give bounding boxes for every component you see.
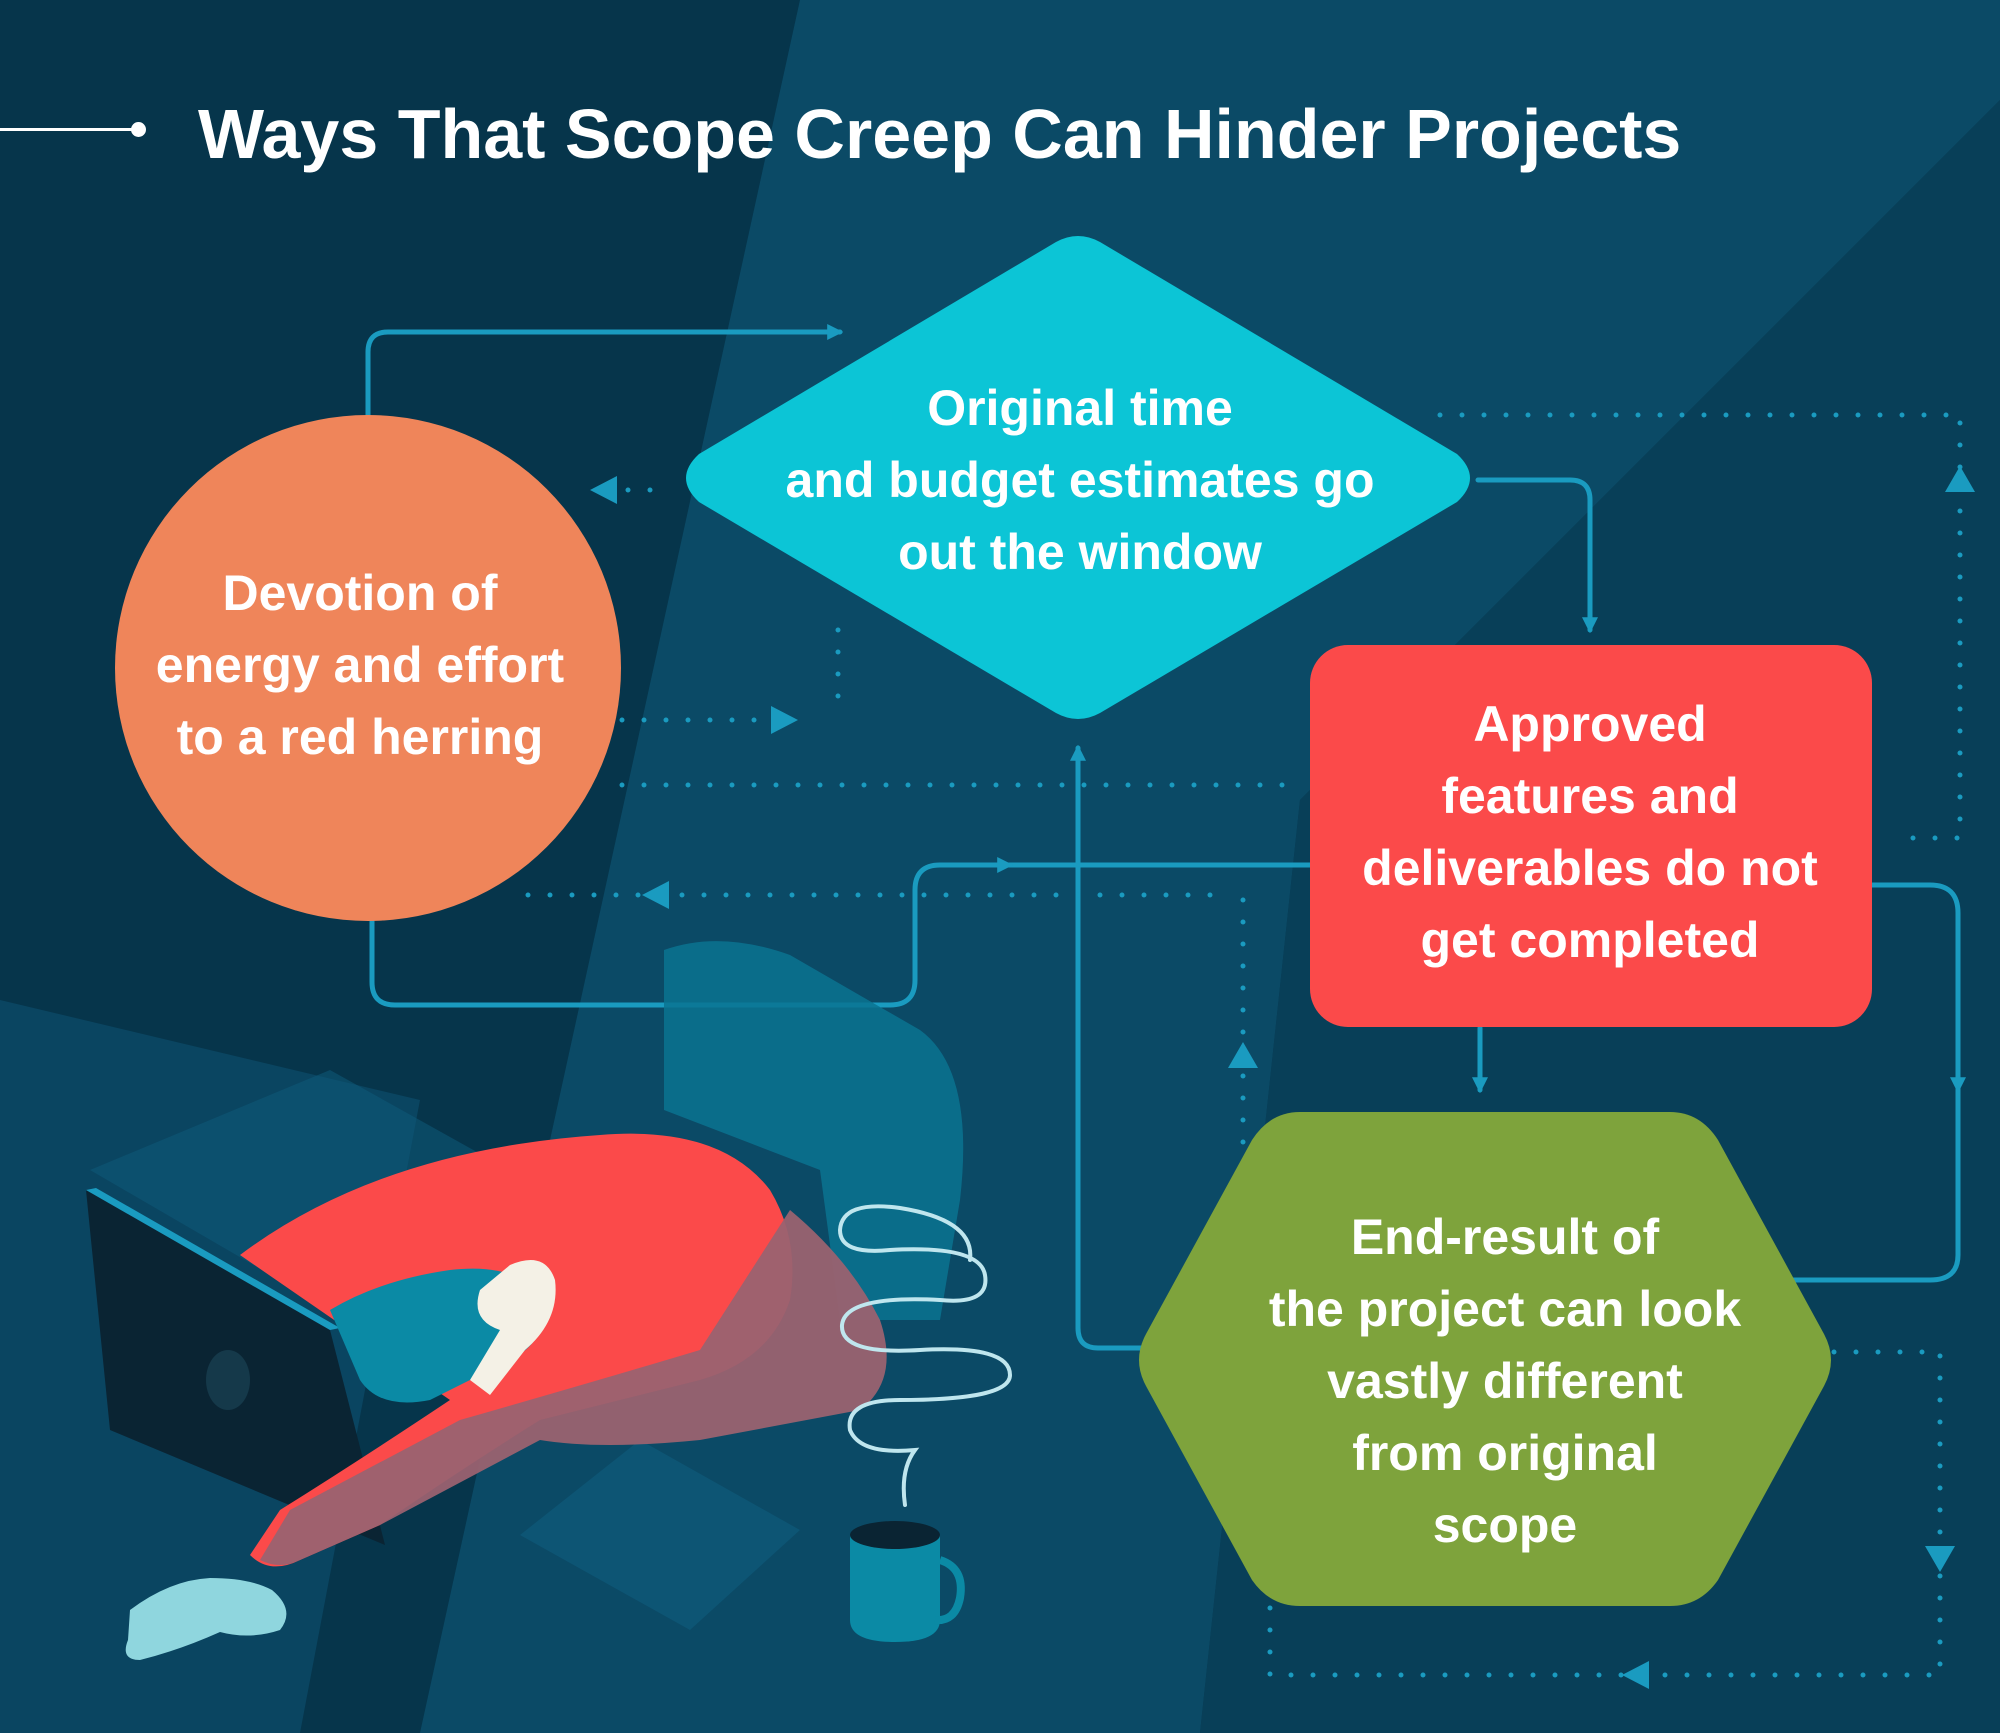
rect-label-line: get completed xyxy=(1420,912,1760,968)
connector-side-to-hex xyxy=(1787,1087,1961,1283)
coffee-mug-icon xyxy=(850,1521,965,1642)
chair-shape xyxy=(664,941,964,1320)
arrow-right-icon xyxy=(771,706,798,734)
arrow-left-icon xyxy=(1622,1661,1649,1689)
rect-label-line: Approved xyxy=(1473,696,1707,752)
diamond-node xyxy=(686,236,1470,719)
person-icon xyxy=(125,1133,887,1660)
title-bullet-dot xyxy=(131,122,146,137)
arrow-left-icon xyxy=(590,476,617,504)
arrow-down-icon xyxy=(1925,1546,1955,1572)
page-title: Ways That Scope Creep Can Hinder Project… xyxy=(198,95,1682,173)
rect-node xyxy=(1310,645,1872,1027)
diamond-label-line: and budget estimates go xyxy=(785,452,1375,508)
diamond-label-line: Original time xyxy=(927,380,1233,436)
arrow-up-icon xyxy=(1945,466,1975,492)
floor-paper xyxy=(520,1440,800,1630)
connector-circle-to-diamond xyxy=(365,323,844,421)
diamond-node-label: Original time and budget estimates go ou… xyxy=(740,365,1420,595)
circle-label-line: Devotion of xyxy=(222,565,498,621)
circle-node xyxy=(115,415,621,921)
dotted-diamond-top-loop xyxy=(1437,412,1963,841)
hex-label-line: vastly different xyxy=(1327,1353,1683,1409)
circle-label-line: to a red herring xyxy=(176,709,544,765)
solid-connectors xyxy=(365,323,1967,1351)
dotted-arrowheads xyxy=(590,466,1975,1689)
steam-icon xyxy=(837,1204,1013,1507)
laptop-icon xyxy=(86,1188,385,1545)
node-shapes xyxy=(115,236,1872,1606)
hex-label-line: End-result of xyxy=(1350,1209,1660,1265)
rect-node-label: Approved features and deliverables do no… xyxy=(1310,682,1870,982)
hexagon-node xyxy=(1139,1112,1831,1606)
arrow-up-icon xyxy=(1228,1042,1258,1068)
hex-label-line: from original xyxy=(1352,1425,1658,1481)
arrow-left-icon xyxy=(642,881,669,909)
hex-label-line: the project can look xyxy=(1268,1281,1742,1337)
illustration xyxy=(86,941,1013,1660)
diamond-label-line: out the window xyxy=(898,524,1262,580)
circle-label-line: energy and effort xyxy=(155,637,565,693)
connector-diamond-to-rect xyxy=(1475,477,1599,634)
connector-hex-to-diamond xyxy=(1069,744,1175,1351)
title-rule xyxy=(0,128,138,131)
circle-node-label: Devotion of energy and effort to a red h… xyxy=(130,550,590,780)
connector-rect-to-circle-loop xyxy=(369,862,1313,1008)
hexagon-node-label: End-result of the project can look vastl… xyxy=(1230,1196,1780,1566)
rect-label-line: features and xyxy=(1441,768,1739,824)
rect-label-line: deliverables do not xyxy=(1362,840,1818,896)
hex-label-line: scope xyxy=(1432,1497,1578,1553)
connector-rect-side xyxy=(1869,882,1967,1094)
